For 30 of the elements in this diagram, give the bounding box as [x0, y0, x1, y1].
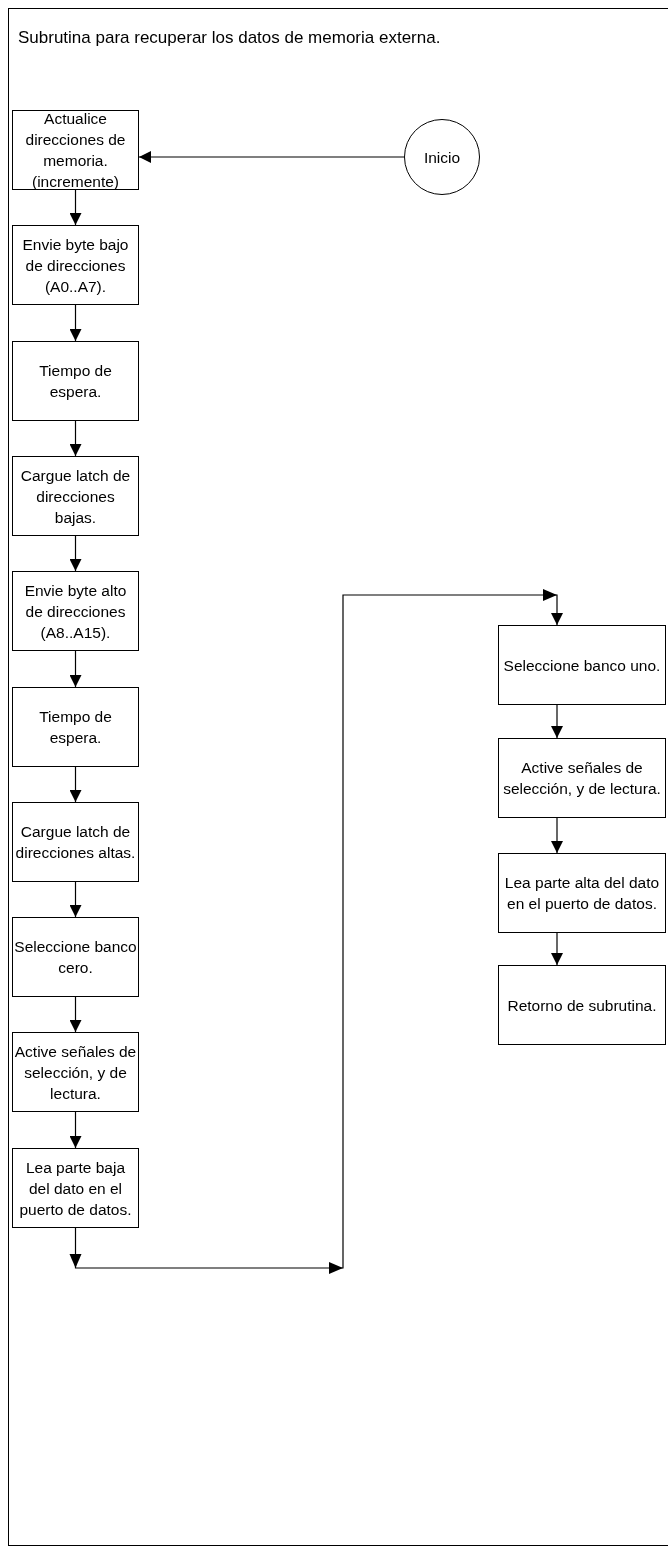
process-box — [12, 802, 139, 882]
box-text: Retorno de subrutina. — [506, 995, 658, 1016]
box-text: Cargue latch de direcciones altas. — [14, 822, 137, 863]
box-text: Seleccione banco uno. — [502, 655, 662, 676]
box-text: Lea parte alta del dato en el puerto de datos. — [503, 873, 661, 914]
process-box — [498, 853, 666, 933]
box-text: Seleccione banco cero. — [13, 937, 138, 978]
box-text: Cargue latch de direcciones bajas. — [19, 465, 132, 528]
process-box — [12, 917, 139, 997]
process-box — [12, 687, 139, 767]
process-box — [498, 965, 666, 1045]
box-text: Actualice direcciones de memoria. (incremente) — [24, 109, 127, 192]
title: Subrutina para recuperar los datos de memoria externa. — [18, 28, 441, 48]
process-box — [12, 110, 139, 190]
process-box — [12, 1148, 139, 1228]
process-box — [12, 571, 139, 651]
process-box — [498, 625, 666, 705]
box-text: Lea parte baja del dato en el puerto de datos. — [18, 1157, 133, 1220]
box-text: Active señales de selección, y de lectura. — [13, 1041, 138, 1104]
process-box — [12, 225, 139, 305]
box-text: Envie byte alto de direcciones (A8..A15). — [23, 580, 128, 643]
box-text: Tiempo de espera. — [38, 707, 113, 748]
box-text: Envie byte bajo de direcciones (A0..A7). — [21, 234, 130, 297]
box-text: Tiempo de espera. — [38, 361, 113, 402]
process-box — [12, 341, 139, 421]
box-text: Active señales de selección, y de lectura. — [502, 758, 662, 799]
box-text: Inicio — [422, 147, 462, 168]
process-box — [12, 456, 139, 536]
process-box — [498, 738, 666, 818]
process-box — [12, 1032, 139, 1112]
